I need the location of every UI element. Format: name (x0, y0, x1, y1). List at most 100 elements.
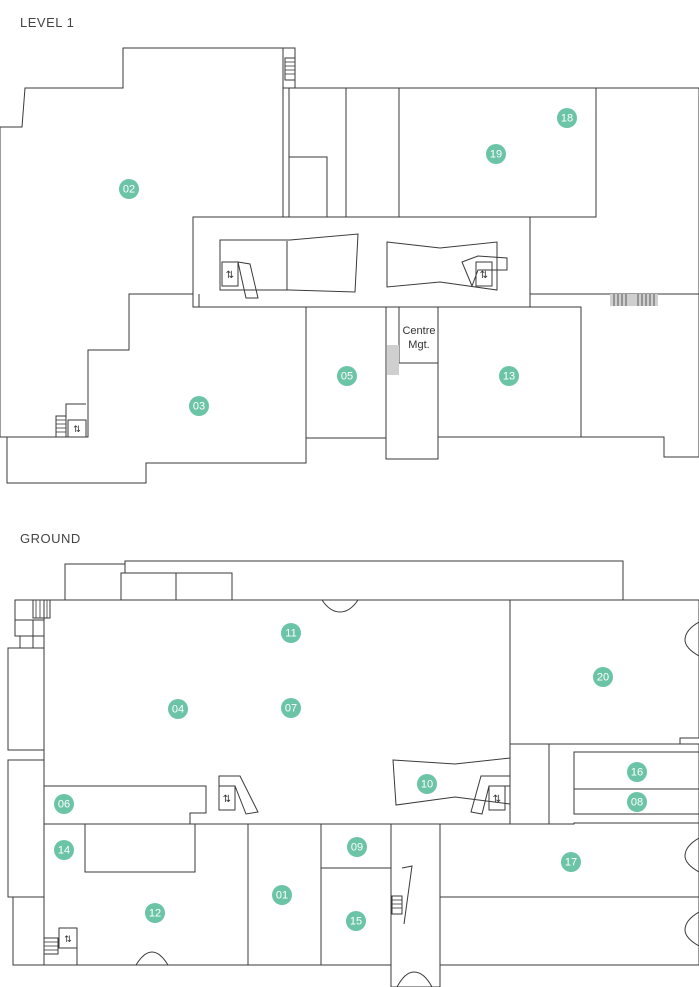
tenancy-marker-01[interactable]: 01 (272, 885, 292, 905)
tenancy-marker-13[interactable]: 13 (499, 366, 519, 386)
tenancy-marker-09[interactable]: 09 (347, 837, 367, 857)
marker-number: 04 (172, 704, 184, 716)
door-icon (684, 911, 699, 947)
lift-icon: ⇅ (218, 785, 236, 811)
lift-icon: ⇅ (67, 419, 87, 438)
svg-text:⇅: ⇅ (73, 425, 81, 435)
door-icon (321, 599, 359, 613)
tenancy-marker-10[interactable]: 10 (417, 774, 437, 794)
marker-number: 14 (58, 845, 70, 857)
svg-text:⇅: ⇅ (226, 270, 234, 281)
door-icon (684, 837, 699, 873)
lift-icon: ⇅ (488, 785, 506, 811)
marker-circle (561, 852, 581, 872)
marker-number: 07 (285, 703, 297, 715)
marker-number: 16 (631, 767, 643, 779)
door-icon (396, 971, 433, 987)
marker-circle (145, 903, 165, 923)
marker-circle (417, 774, 437, 794)
marker-circle (627, 762, 647, 782)
marker-number: 03 (193, 401, 205, 413)
tenancy-marker-03[interactable]: 03 (189, 396, 209, 416)
ground-plan: ⇅ ⇅ ⇅ (7, 560, 699, 987)
marker-circle (347, 837, 367, 857)
tenancy-02-outline[interactable] (0, 47, 284, 438)
marker-number: 10 (421, 779, 433, 791)
tenancy-marker-17[interactable]: 17 (561, 852, 581, 872)
marker-circle (54, 794, 74, 814)
tenancy-marker-19[interactable]: 19 (486, 144, 506, 164)
tenancy-marker-07[interactable]: 07 (281, 698, 301, 718)
marker-number: 12 (149, 908, 161, 920)
marker-circle (557, 108, 577, 128)
marker-number: 08 (631, 797, 643, 809)
upper-shops-outline[interactable] (282, 87, 597, 218)
marker-number: 02 (123, 184, 135, 196)
tenancy-marker-12[interactable]: 12 (145, 903, 165, 923)
door-icon (684, 621, 699, 657)
marker-number: 13 (503, 371, 515, 383)
tenancy-03-outline[interactable] (6, 293, 307, 484)
tenancy-marker-15[interactable]: 15 (346, 911, 366, 931)
tenancy-08-outline[interactable] (573, 788, 699, 815)
marker-circle (189, 396, 209, 416)
marker-circle (337, 366, 357, 386)
tenancy-18-outline[interactable] (529, 87, 699, 295)
svg-text:⇅: ⇅ (223, 794, 231, 805)
main-mall-outline[interactable] (43, 599, 511, 825)
lift-icon: ⇅ (58, 927, 78, 949)
svg-text:⇅: ⇅ (480, 270, 488, 281)
marker-number: 06 (58, 799, 70, 811)
stairs-icon (391, 895, 403, 915)
stairs-icon (284, 57, 296, 81)
door-icon (135, 951, 169, 966)
tenancy-marker-16[interactable]: 16 (627, 762, 647, 782)
centre-management-label: Centre (402, 325, 435, 337)
marker-number: 20 (597, 672, 609, 684)
marker-number: 11 (285, 628, 296, 640)
marker-number: 05 (341, 371, 353, 383)
marker-circle (499, 366, 519, 386)
marker-circle (486, 144, 506, 164)
marker-circle (168, 699, 188, 719)
tenancy-marker-06[interactable]: 06 (54, 794, 74, 814)
tenancy-marker-08[interactable]: 08 (627, 792, 647, 812)
ground-title: GROUND (20, 531, 81, 546)
marker-number: 18 (561, 113, 573, 125)
tenancy-marker-02[interactable]: 02 (119, 179, 139, 199)
marker-number: 17 (565, 857, 577, 869)
level-1-title: LEVEL 1 (20, 15, 75, 30)
marker-circle (346, 911, 366, 931)
level-1-plan: ⇅ ⇅ ⇅ Centre Mgt. (0, 47, 699, 484)
stairs-icon (218, 775, 259, 815)
marker-circle (54, 840, 74, 860)
lift-icon: ⇅ (475, 261, 493, 287)
tenancy-marker-14[interactable]: 14 (54, 840, 74, 860)
tenancy-12-outline[interactable] (43, 823, 249, 966)
stairs-icon (237, 261, 259, 299)
stairs-icon (55, 415, 67, 438)
tenancy-marker-04[interactable]: 04 (168, 699, 188, 719)
svg-text:⇅: ⇅ (64, 935, 72, 945)
marker-number: 15 (350, 916, 362, 928)
tenancy-marker-18[interactable]: 18 (557, 108, 577, 128)
marker-number: 09 (351, 842, 363, 854)
marker-number: 01 (276, 890, 288, 902)
marker-circle (627, 792, 647, 812)
marker-circle (272, 885, 292, 905)
tenancy-marker-20[interactable]: 20 (593, 667, 613, 687)
tenancy-marker-05[interactable]: 05 (337, 366, 357, 386)
marker-circle (281, 698, 301, 718)
lift-icon: ⇅ (221, 261, 239, 287)
marker-circle (593, 667, 613, 687)
marker-number: 19 (490, 149, 502, 161)
svg-text:⇅: ⇅ (493, 794, 501, 805)
stairs-icon (43, 937, 59, 955)
centre-management-label-line2: Mgt. (408, 339, 429, 351)
stairs-icon (461, 255, 508, 288)
marker-circle (119, 179, 139, 199)
marker-circle (281, 623, 301, 643)
stairs-icon (32, 599, 51, 619)
tenancy-marker-11[interactable]: 11 (281, 623, 301, 643)
